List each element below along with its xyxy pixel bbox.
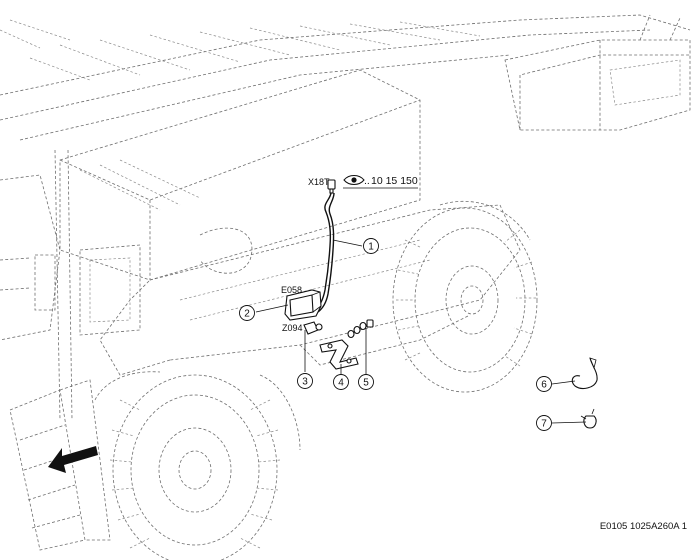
callout-7: 7 <box>536 415 552 431</box>
work-lamp-e058 <box>284 289 322 321</box>
svg-text:7: 7 <box>541 419 547 430</box>
nuts-washers <box>347 319 374 339</box>
machine-outline <box>0 14 691 560</box>
direction-arrow-icon <box>48 446 98 473</box>
reference-dots: .. <box>364 175 370 187</box>
cable-tie <box>571 357 598 389</box>
hose-clip <box>580 408 597 429</box>
bulb-z094 <box>303 321 323 335</box>
reference-number: 10 15 150 <box>371 175 418 187</box>
callout-3: 3 <box>297 373 313 389</box>
label-e058: E058 <box>281 285 302 295</box>
svg-text:4: 4 <box>338 378 344 389</box>
wiring-harness <box>314 192 332 311</box>
svg-text:3: 3 <box>302 377 308 388</box>
mounting-bracket <box>319 339 359 370</box>
connector-x18t <box>327 179 336 194</box>
svg-text:6: 6 <box>541 380 547 391</box>
eye-icon <box>343 175 365 185</box>
callout-1: 1 <box>363 238 379 254</box>
callout-4: 4 <box>333 374 349 390</box>
svg-text:2: 2 <box>244 309 250 320</box>
callout-6: 6 <box>536 376 552 392</box>
leader-lines <box>255 187 587 424</box>
callout-2: 2 <box>239 305 255 321</box>
svg-text:5: 5 <box>363 378 369 389</box>
document-id: E0105 1025A260A 1 <box>599 521 687 532</box>
svg-text:1: 1 <box>368 242 374 253</box>
label-z094: Z094 <box>282 323 303 333</box>
label-x18t: X18T <box>308 177 330 187</box>
callout-5: 5 <box>358 374 374 390</box>
